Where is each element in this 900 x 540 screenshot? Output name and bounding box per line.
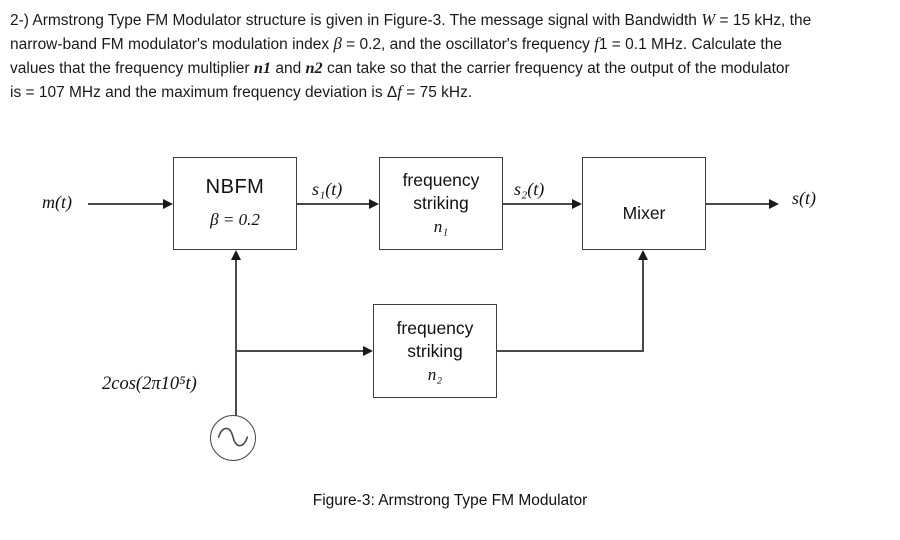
connector-line-mixer-bottom — [642, 258, 644, 351]
oscillator-signal-label: 2cos(2π10⁵t) — [102, 374, 197, 394]
connector-line-output — [706, 203, 770, 205]
connector-line-s2 — [503, 203, 574, 205]
math-symbol-delta-f: f — [397, 82, 402, 101]
connector-line-oscillator — [235, 258, 237, 416]
text-run: 1 = 0.1 MHz. Calculate the — [598, 36, 782, 53]
problem-line-1: 2-) Armstrong Type FM Modulator structur… — [10, 8, 898, 32]
mult2-label-line1: frequency — [396, 317, 474, 338]
arrow-right-icon-mult1-in — [369, 199, 379, 209]
arrow-up-icon-mixer-bottom — [638, 250, 648, 260]
text-run: and — [271, 60, 306, 77]
mixer-block: Mixer — [582, 157, 706, 250]
math-symbol-f: f — [594, 34, 599, 53]
nbfm-block: NBFM β = 0.2 — [173, 157, 297, 250]
connector-line-branch — [235, 350, 365, 352]
mult1-label-line2: striking — [413, 193, 469, 213]
mixer-title: Mixer — [622, 203, 666, 223]
input-signal-label: m(t) — [42, 192, 72, 212]
math-symbol-beta: β — [333, 34, 342, 53]
arrow-right-icon-mixer-in — [572, 199, 582, 209]
sine-wave-icon — [217, 427, 249, 447]
text-run: 2-) Armstrong Type FM Modulator structur… — [10, 12, 702, 29]
problem-line-3: values that the frequency multiplier n1 … — [10, 56, 898, 80]
arrow-right-icon-nbfm-in — [163, 199, 173, 209]
output-signal-label: s(t) — [792, 188, 816, 208]
figure-caption: Figure-3: Armstrong Type FM Modulator — [312, 492, 588, 509]
text-run: = 75 kHz. — [401, 84, 473, 101]
mult1-label-line1: frequency — [402, 170, 480, 190]
math-symbol-n2: n2 — [305, 59, 323, 77]
arrow-right-icon-mult2-in — [363, 346, 373, 356]
frequency-multiplier2-block: frequency striking n₂ — [373, 304, 497, 398]
mult2-n-value: n₂ — [427, 364, 443, 384]
math-symbol-W: W — [701, 10, 716, 29]
text-run: can take so that the carrier frequency a… — [322, 60, 790, 77]
text-run: = 15 kHz, the — [715, 12, 812, 29]
nbfm-beta-value: β = 0.2 — [210, 210, 260, 229]
connector-line-s1 — [297, 203, 371, 205]
text-run: = 0.2, and the oscillator's frequency — [341, 36, 595, 53]
frequency-multiplier1-block: frequency striking n₁ — [379, 157, 503, 250]
signal1-label: s₁(t) — [312, 179, 343, 199]
connector-line-input — [88, 203, 164, 205]
text-run: values that the frequency multiplier — [10, 60, 254, 77]
text-run: is = 107 MHz and the maximum frequency d… — [10, 84, 398, 101]
problem-line-2: narrow-band FM modulator's modulation in… — [10, 32, 898, 56]
connector-line-mult2-out — [497, 350, 644, 352]
text-run: narrow-band FM modulator's modulation in… — [10, 36, 334, 53]
problem-statement: 2-) Armstrong Type FM Modulator structur… — [10, 8, 898, 104]
signal2-label: s₂(t) — [514, 179, 545, 199]
math-symbol-n1: n1 — [253, 59, 272, 77]
oscillator-symbol — [210, 415, 256, 461]
mult2-label-line2: striking — [407, 340, 463, 361]
arrow-right-icon-output — [769, 199, 779, 209]
arrow-up-icon-nbfm-bottom — [231, 250, 241, 260]
nbfm-title: NBFM — [205, 176, 265, 198]
problem-line-4: is = 107 MHz and the maximum frequency d… — [10, 80, 898, 104]
mult1-n-value: n₁ — [433, 217, 449, 236]
